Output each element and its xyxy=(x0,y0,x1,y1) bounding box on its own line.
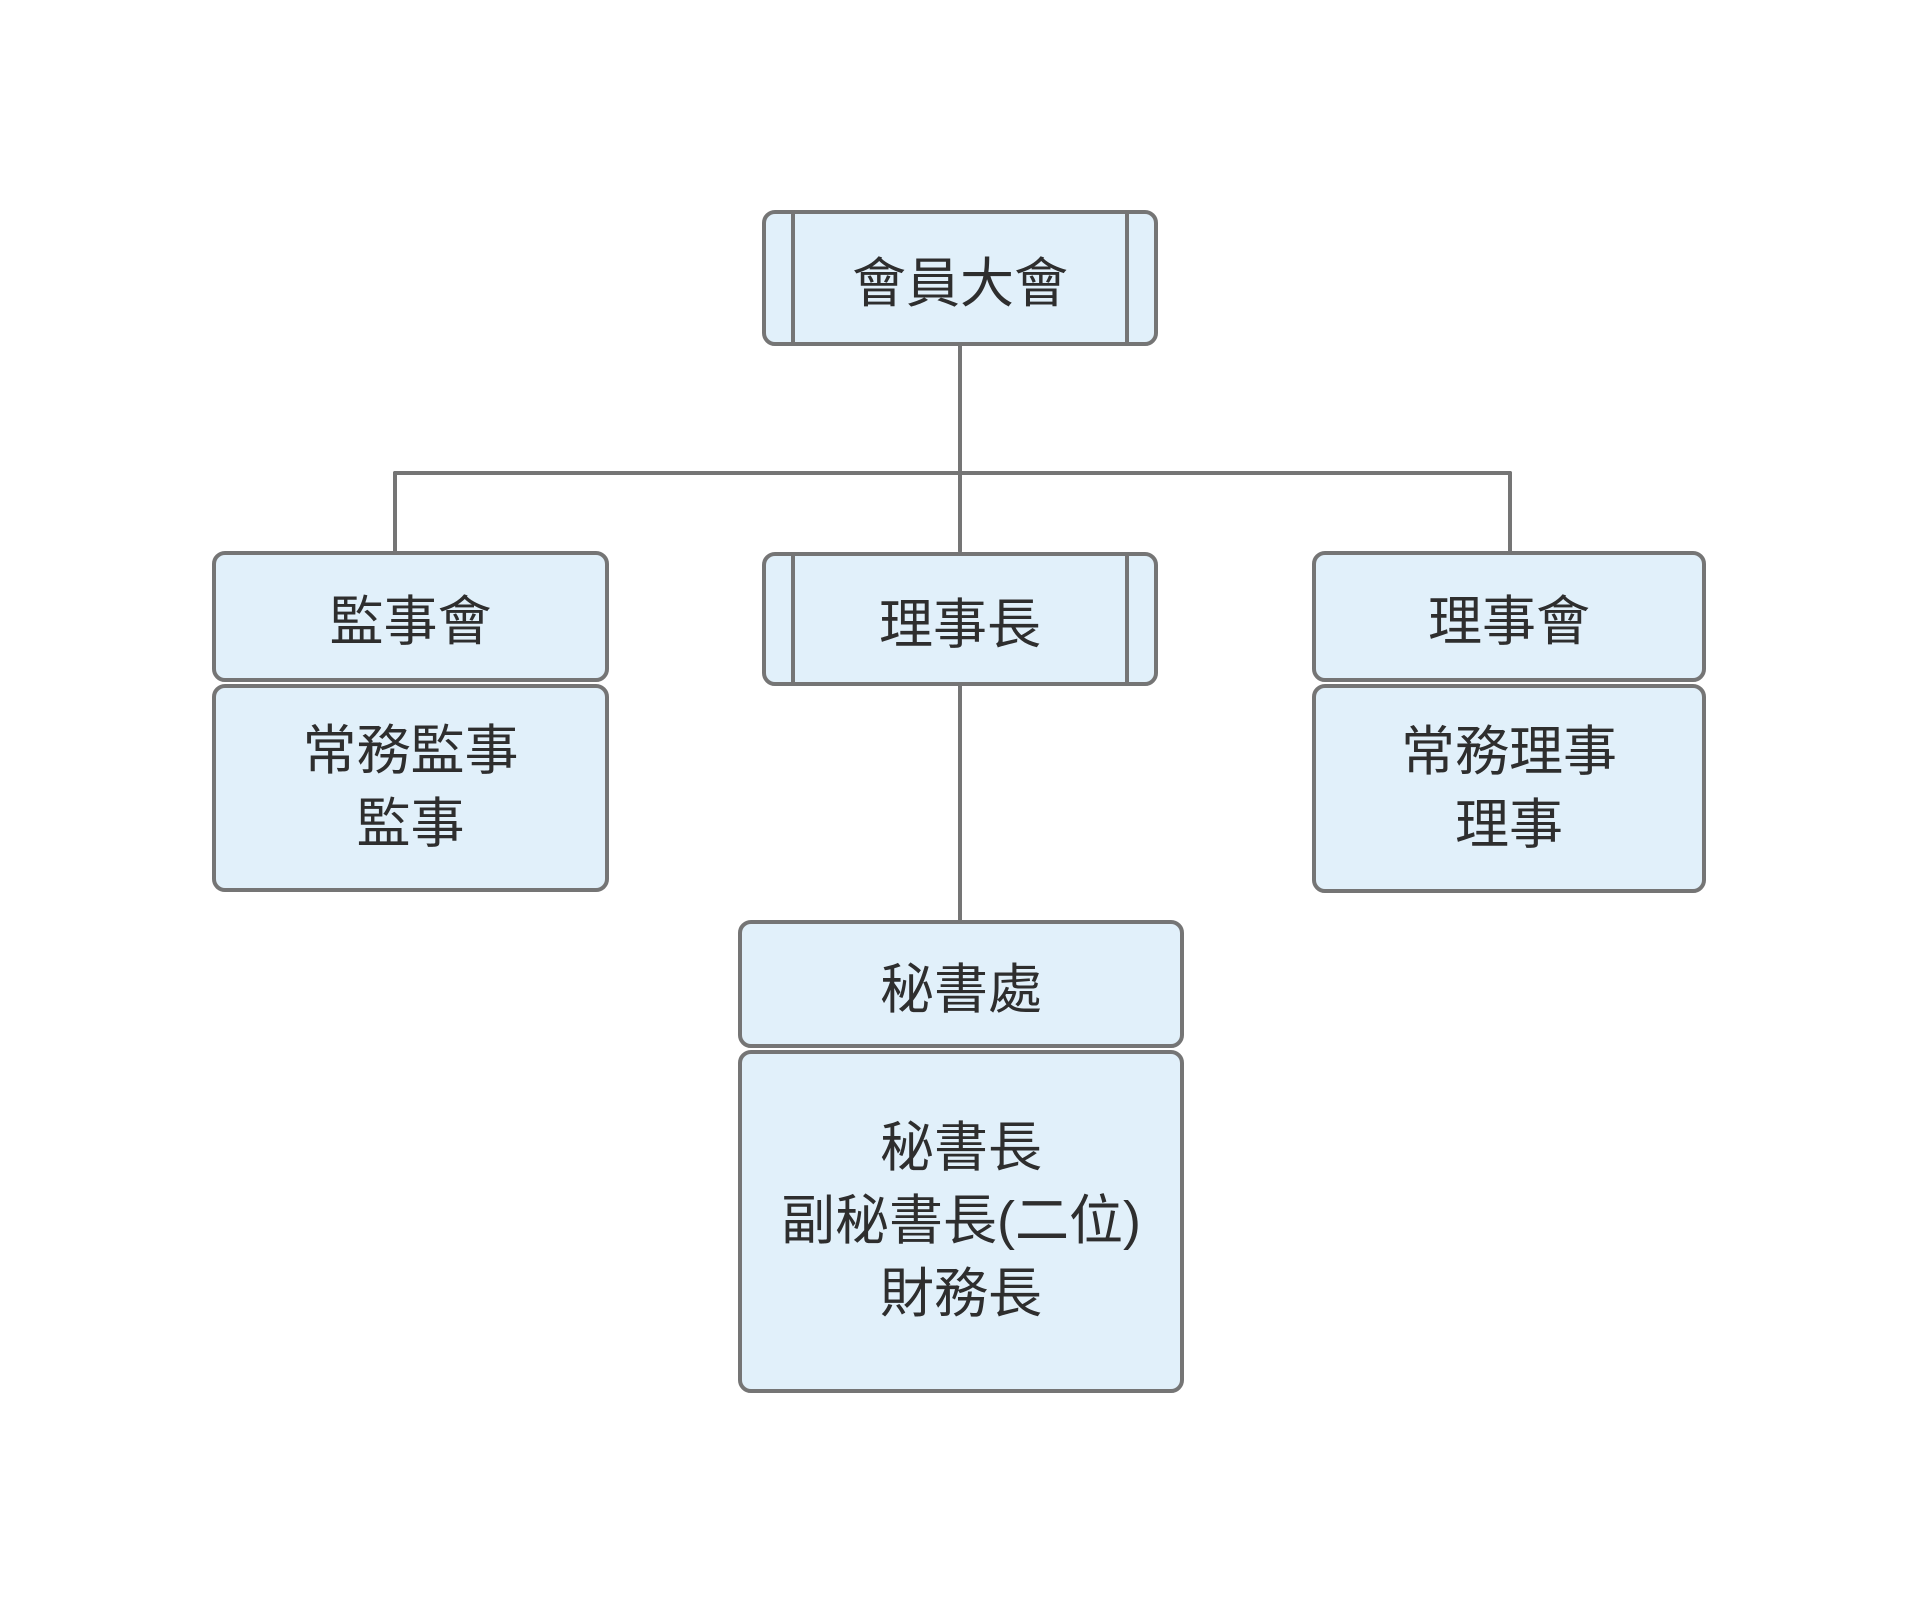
node-label: 秘書處 xyxy=(880,959,1042,1020)
member-role: 常務理事 xyxy=(1401,721,1617,782)
subroutine-left-bar xyxy=(791,556,795,682)
edge-chairman-secretariat xyxy=(958,683,962,922)
node-chairman: 理事長 xyxy=(762,552,1158,686)
node-secretariat-members: 秘書長 副秘書長(二位) 財務長 xyxy=(738,1050,1184,1393)
member-role: 監事 xyxy=(356,794,465,854)
node-supervisory-board-members: 常務監事 監事 xyxy=(212,684,609,892)
member-role: 秘書長 xyxy=(880,1118,1042,1178)
subroutine-right-bar xyxy=(1125,214,1129,342)
member-role: 常務監事 xyxy=(302,721,519,781)
node-board-of-directors-header: 理事會 xyxy=(1312,551,1706,682)
member-role: 理事 xyxy=(1455,794,1563,855)
edge-assembly-chairman xyxy=(958,344,962,553)
node-label: 理事會 xyxy=(1428,592,1590,652)
node-label: 會員大會 xyxy=(852,253,1068,314)
node-board-of-directors-members: 常務理事 理事 xyxy=(1312,684,1706,893)
node-supervisory-board-header: 監事會 xyxy=(212,551,609,682)
node-label: 監事會 xyxy=(329,592,492,652)
edge-horizontal-bus xyxy=(393,471,1512,475)
node-member-assembly: 會員大會 xyxy=(762,210,1158,346)
subroutine-left-bar xyxy=(791,214,795,342)
edge-assembly-directors xyxy=(1508,471,1512,553)
member-role: 副秘書長(二位) xyxy=(781,1191,1141,1251)
member-role: 財務長 xyxy=(880,1264,1042,1324)
subroutine-right-bar xyxy=(1125,556,1129,682)
node-label: 理事長 xyxy=(879,594,1041,655)
node-secretariat-header: 秘書處 xyxy=(738,920,1184,1048)
edge-assembly-supervisors xyxy=(393,471,397,554)
